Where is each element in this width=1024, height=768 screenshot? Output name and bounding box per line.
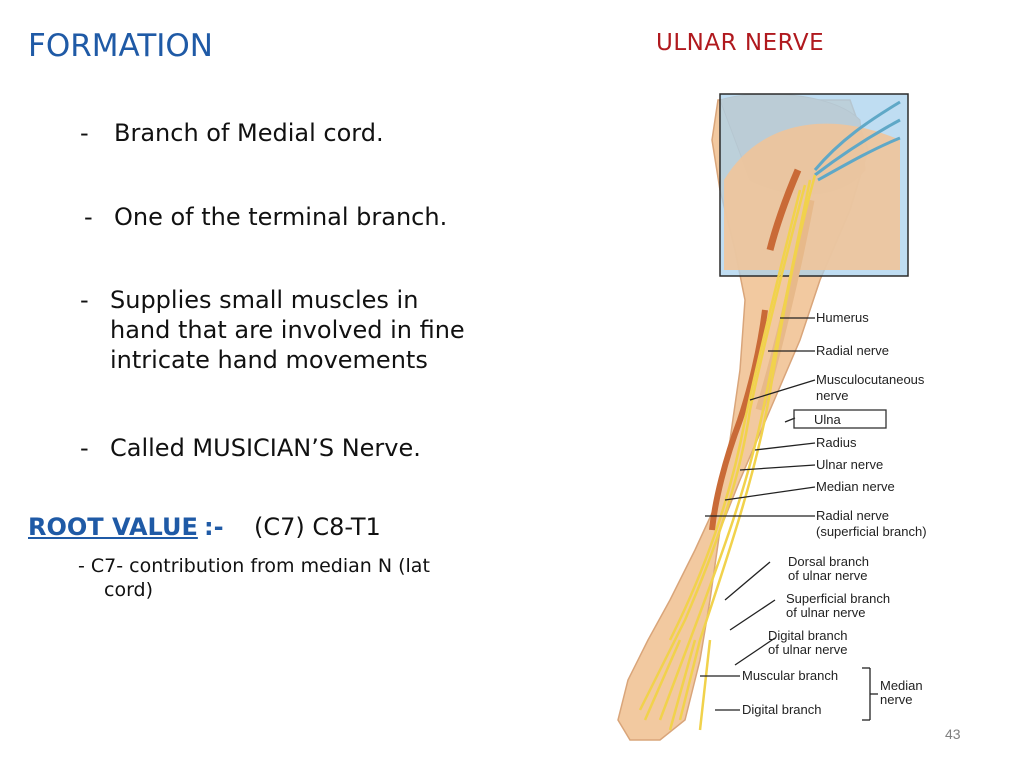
label-radius: Radius [816,435,857,450]
slide-title: FORMATION [28,28,213,64]
bullet-item: -Called MUSICIAN’S Nerve. [80,433,421,463]
label-radial-nerve: Radial nerve [816,343,889,358]
label-musculocutaneous-2: nerve [816,388,849,403]
label-musculocutaneous: Musculocutaneous [816,372,925,387]
label-digital-ulnar-2: of ulnar nerve [768,642,848,657]
page-number: 43 [945,726,961,742]
label-radial-superficial: Radial nerve [816,508,889,523]
bullet-text: Supplies small muscles in [110,286,419,314]
bullet-item: -Supplies small muscles in hand that are… [80,285,465,375]
label-superficial-branch: Superficial branch [786,591,890,606]
label-dorsal-branch: Dorsal branch [788,554,869,569]
bullet-item: -One of the terminal branch. [84,202,447,232]
label-radial-superficial-2: (superficial branch) [816,524,927,539]
label-digital-ulnar: Digital branch [768,628,848,643]
bullet-dash: - [80,434,89,462]
bullet-text: One of the terminal branch. [114,203,448,231]
root-value-label: ROOT VALUE [28,513,198,541]
label-ulna: Ulna [814,412,842,427]
label-superficial-branch-2: of ulnar nerve [786,605,866,620]
label-median-group: Median [880,678,923,693]
label-muscular-branch: Muscular branch [742,668,838,683]
root-sub-line: cord) [104,579,154,601]
bullet-dash: - [80,286,89,314]
root-sub-line: - C7- contribution from median N (lat [78,555,430,577]
bullet-text: Branch of Medial cord. [114,119,384,147]
label-ulnar-nerve: Ulnar nerve [816,457,883,472]
bullet-dash: - [80,119,89,147]
label-median-nerve: Median nerve [816,479,895,494]
bullet-text-line: hand that are involved in fine [110,316,465,344]
bullet-dash: - [84,203,93,231]
root-value: (C7) C8-T1 [254,513,381,541]
ulnar-nerve-diagram: Humerus Radial nerve Musculocutaneous ne… [617,93,927,741]
label-median-group-2: nerve [880,692,913,707]
bullet-item: -Branch of Medial cord. [80,118,384,148]
ulna-label-box [793,409,887,429]
bullet-text-line: intricate hand movements [110,346,428,374]
diagram-title: ULNAR NERVE [656,30,825,56]
label-dorsal-branch-2: of ulnar nerve [788,568,868,583]
root-sub-note: - C7- contribution from median N (lat co… [78,554,528,602]
label-humerus: Humerus [816,310,869,325]
label-digital-branch: Digital branch [742,702,822,717]
bullet-text: Called MUSICIAN’S Nerve. [110,434,421,462]
root-value-separator: :- [204,513,224,541]
